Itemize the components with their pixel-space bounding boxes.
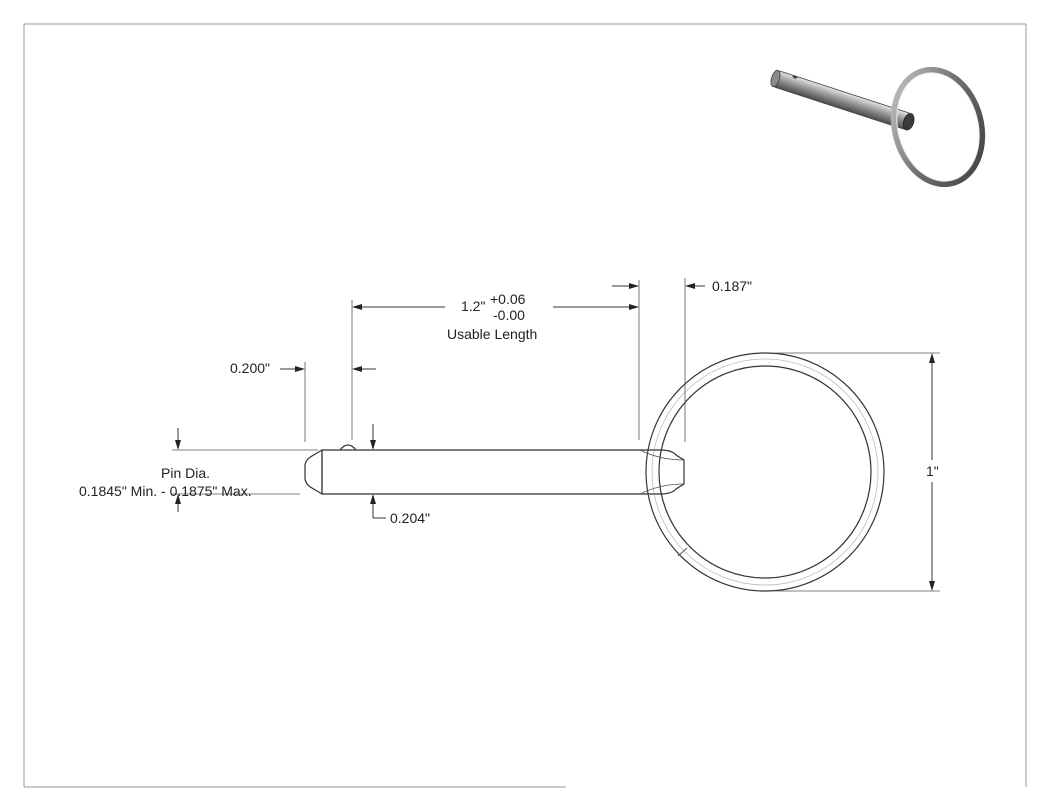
- dimension-usable-length-lines: [351, 280, 640, 440]
- dimension-chamfer-lines: [280, 362, 376, 442]
- dimension-ring-gap-lines: [612, 278, 705, 442]
- isometric-view: [770, 66, 986, 188]
- hole-offset-value: 0.204": [390, 510, 430, 526]
- dimension-hole-lines: [370, 424, 386, 519]
- ring-gap-value: 0.187": [712, 278, 752, 294]
- dimension-ring-diameter-lines: [775, 352, 940, 592]
- chamfer-offset-value: 0.200": [230, 360, 270, 376]
- pin-dia-label: Pin Dia.: [161, 465, 210, 481]
- sheet-frame: [23, 23, 1027, 788]
- pin-dia-range: 0.1845" Min. - 0.1875" Max.: [79, 483, 252, 499]
- dimension-pin-dia-lines: [172, 428, 318, 512]
- ring-diameter-value: 1": [926, 463, 939, 479]
- usable-length-nominal: 1.2": [461, 298, 485, 314]
- usable-length-tol-plus: +0.06: [490, 291, 526, 307]
- usable-length-tol-minus: -0.00: [493, 307, 525, 323]
- usable-length-label: Usable Length: [447, 326, 537, 342]
- pin-front-view: [304, 352, 885, 592]
